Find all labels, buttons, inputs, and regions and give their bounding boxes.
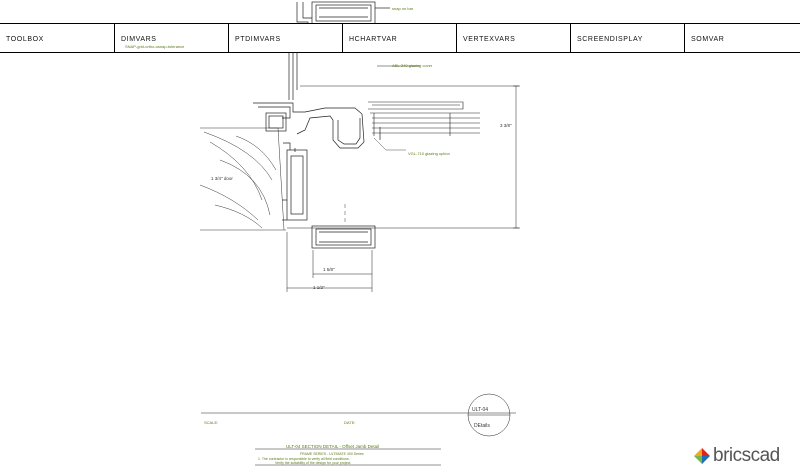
lower-jamb — [282, 142, 308, 221]
toolbar-label-vertexvars: VERTEXVARS — [463, 36, 516, 43]
toolbar-label-hchartvar: HCHARTVAR — [349, 36, 398, 43]
scale-label: SCALE: — [204, 420, 219, 425]
glazing-top-text: ABL-340 glazing cover — [392, 63, 433, 68]
right-dim-text: 3 3/8" — [500, 123, 512, 128]
toolbar-cell-screendisplay[interactable]: SCREENDISPLAY — [571, 24, 685, 52]
toolbar-cell-ptdimvars[interactable]: PTDIMVARS — [229, 24, 343, 52]
toolbar-cell-hchartvar[interactable]: HCHARTVAR — [343, 24, 457, 52]
detail-id: ULT-04 — [472, 407, 489, 413]
toolbar-label-screendisplay: SCREENDISPLAY — [577, 36, 644, 43]
jamb-profile — [253, 102, 381, 149]
top-callout-text: snap on bar — [392, 6, 414, 11]
title-text: ULT-04 SECTION DETAIL - Offset Jamb Deta… — [286, 444, 380, 449]
title-line-2: 1. The contractor is responsible to veri… — [258, 457, 350, 461]
toolbar-cell-somvar[interactable]: SOMVAR — [685, 24, 800, 52]
detail-sub: DEtails — [474, 423, 490, 429]
toolbar-cell-dimvars[interactable]: DIMVARS SNAP-grid-ortho-osnap-tolerance — [115, 24, 229, 52]
glazing-panel — [368, 101, 480, 136]
bottom-dim-1-text: 1 5/8" — [323, 267, 335, 272]
toolbar-cell-toolbox[interactable]: TOOLBOX — [0, 24, 115, 52]
bricscad-logo: bricscad — [694, 445, 780, 467]
title-block-lines — [201, 393, 516, 466]
bricscad-logo-icon — [694, 448, 710, 464]
door-grain — [199, 127, 286, 231]
toolbar-cell-vertexvars[interactable]: VERTEXVARS — [457, 24, 571, 52]
bricscad-logo-text: bricscad — [713, 445, 780, 466]
bottom-dimensions — [286, 232, 373, 292]
left-dim-text: 1 3/4" door — [211, 176, 233, 181]
title-line-1: FRAME SERIES - ULTIMATE 400 Series — [300, 452, 364, 456]
variable-toolbar: TOOLBOX DIMVARS SNAP-grid-ortho-osnap-to… — [0, 23, 800, 53]
top-snap-bar — [311, 1, 390, 25]
bottom-snap-bar — [311, 225, 376, 249]
date-label: DATE: — [344, 420, 356, 425]
right-dimension — [513, 85, 519, 229]
glazing-opt-text: VGL-710 glazing option — [408, 151, 450, 156]
toolbar-sublabel-dimvars: SNAP-grid-ortho-osnap-tolerance — [125, 44, 185, 49]
toolbar-label-somvar: SOMVAR — [691, 36, 725, 43]
toolbar-label-dimvars: DIMVARS — [121, 36, 157, 43]
bottom-dim-2-text: 1 1/2" — [313, 285, 325, 290]
title-line-3: Verify the suitability of the design for… — [275, 461, 352, 465]
toolbar-label-toolbox: TOOLBOX — [6, 36, 44, 43]
toolbar-label-ptdimvars: PTDIMVARS — [235, 36, 281, 43]
